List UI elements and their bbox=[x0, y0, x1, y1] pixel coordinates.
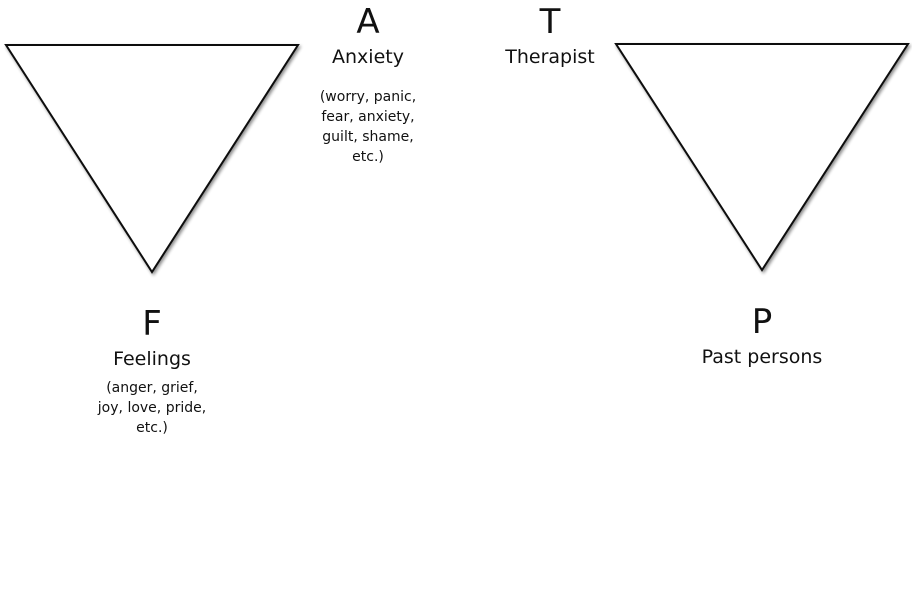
past-persons-label: P Past persons bbox=[687, 304, 837, 368]
feelings-example-line: joy, love, pride, bbox=[97, 400, 207, 416]
therapist-word: Therapist bbox=[505, 46, 595, 68]
anxiety-word: Anxiety bbox=[332, 46, 404, 68]
triangle-of-person bbox=[614, 43, 910, 272]
anxiety-example-line: guilt, shame, bbox=[322, 129, 414, 145]
therapist-letter: T bbox=[539, 2, 561, 42]
anxiety-label: A Anxiety (worry, panic, fear, anxiety, … bbox=[308, 4, 428, 167]
anxiety-examples: (worry, panic, fear, anxiety, guilt, sha… bbox=[308, 87, 428, 167]
feelings-example-line: etc.) bbox=[136, 420, 168, 436]
feelings-example-line: (anger, grief, bbox=[106, 380, 198, 396]
past-persons-letter: P bbox=[751, 302, 773, 342]
triangle-of-conflict bbox=[4, 44, 300, 274]
anxiety-example-line: (worry, panic, bbox=[319, 89, 417, 105]
anxiety-letter: A bbox=[356, 2, 380, 42]
feelings-examples: (anger, grief, joy, love, pride, etc.) bbox=[82, 378, 222, 438]
anxiety-example-line: fear, anxiety, bbox=[321, 109, 415, 125]
therapist-label: T Therapist bbox=[490, 4, 610, 68]
past-persons-word: Past persons bbox=[701, 346, 823, 368]
feelings-letter: F bbox=[142, 304, 162, 344]
anxiety-example-line: etc.) bbox=[352, 149, 384, 165]
feelings-word: Feelings bbox=[113, 348, 191, 370]
feelings-label: F Feelings (anger, grief, joy, love, pri… bbox=[82, 306, 222, 438]
